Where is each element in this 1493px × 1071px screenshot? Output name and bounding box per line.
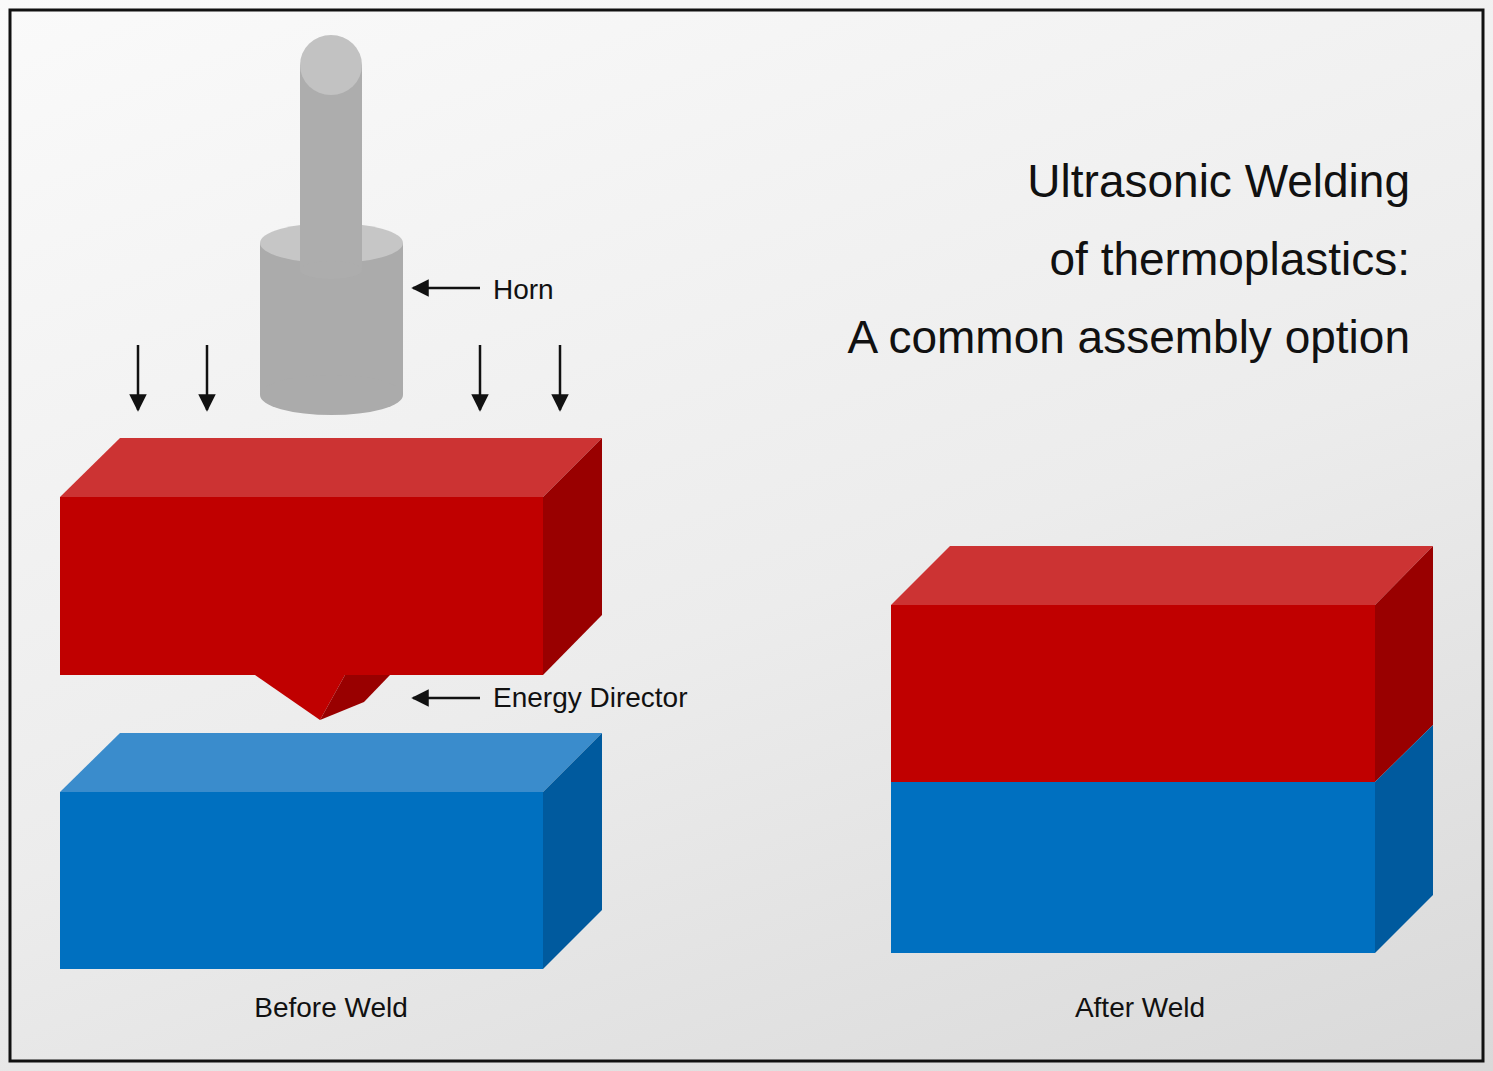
- upper-part-before: [60, 438, 602, 720]
- leader-arrows: [413, 288, 480, 698]
- horn: [260, 35, 403, 415]
- force-arrows: [138, 345, 560, 410]
- lower-part-before: [60, 733, 602, 969]
- part-label: Energy Director: [493, 681, 688, 715]
- welded-assembly: [891, 546, 1433, 953]
- caption-label: After Weld: [1075, 991, 1205, 1025]
- title: Ultrasonic Welding of thermoplastics: A …: [847, 142, 1410, 376]
- part-label: Horn: [493, 273, 554, 307]
- caption-label: Before Weld: [254, 991, 408, 1025]
- frame-border: [10, 10, 1483, 1061]
